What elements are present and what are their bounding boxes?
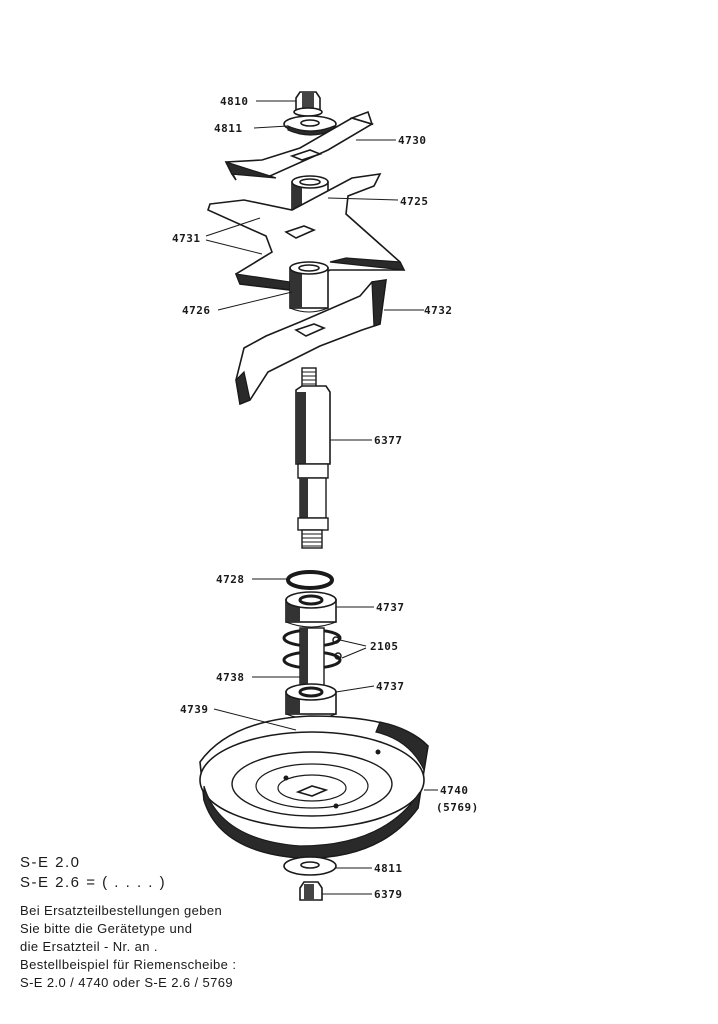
label-6377: 6377: [374, 434, 403, 447]
label-4730: 4730: [398, 134, 427, 147]
label-4725: 4725: [400, 195, 429, 208]
bearing-4737-bottom: [285, 683, 337, 720]
label-4728: 4728: [216, 573, 245, 586]
label-4731: 4731: [172, 232, 201, 245]
label-4740: 4740: [440, 784, 469, 797]
note-line-2: Sie bitte die Gerätetype und: [20, 921, 193, 936]
label-4737-top: 4737: [376, 601, 405, 614]
label-6379: 6379: [374, 888, 403, 901]
nut-4810: [293, 91, 323, 117]
pulley-4740: [199, 715, 429, 859]
model-line-2: S-E 2.6 = ( . . . . ): [20, 874, 167, 891]
label-4811-top: 4811: [214, 122, 243, 135]
note-line-3: die Ersatzteil - Nr. an .: [20, 939, 158, 954]
washer-4728: [286, 570, 334, 590]
note-line-4: Bestellbeispiel für Riemenscheibe :: [20, 957, 237, 972]
washer-4811-top: [283, 115, 337, 136]
label-4811-bottom: 4811: [374, 862, 403, 875]
blade-4731: [207, 172, 406, 291]
leader-lines: [205, 100, 438, 895]
note-line-5: S-E 2.0 / 4740 oder S-E 2.6 / 5769: [20, 975, 234, 990]
label-2105: 2105: [370, 640, 399, 653]
shaft-6377: [295, 367, 331, 549]
label-4737-bottom: 4737: [376, 680, 405, 693]
model-line-1: S-E 2.0: [20, 854, 81, 871]
label-4726: 4726: [182, 304, 211, 317]
label-4738: 4738: [216, 671, 245, 684]
label-4732: 4732: [424, 304, 453, 317]
bearing-4737-top: [285, 591, 337, 628]
label-4739: 4739: [180, 703, 209, 716]
note-line-1: Bei Ersatzteilbestellungen geben: [20, 903, 223, 918]
washer-4811-bottom: [283, 856, 337, 876]
label-5769: (5769): [436, 801, 479, 814]
spacer-4726: [289, 261, 329, 313]
blade-4730: [224, 110, 374, 181]
label-4810: 4810: [220, 95, 249, 108]
sleeve-4738: [299, 627, 325, 691]
blade-4732: [235, 279, 387, 406]
nut-6379: [299, 881, 323, 901]
